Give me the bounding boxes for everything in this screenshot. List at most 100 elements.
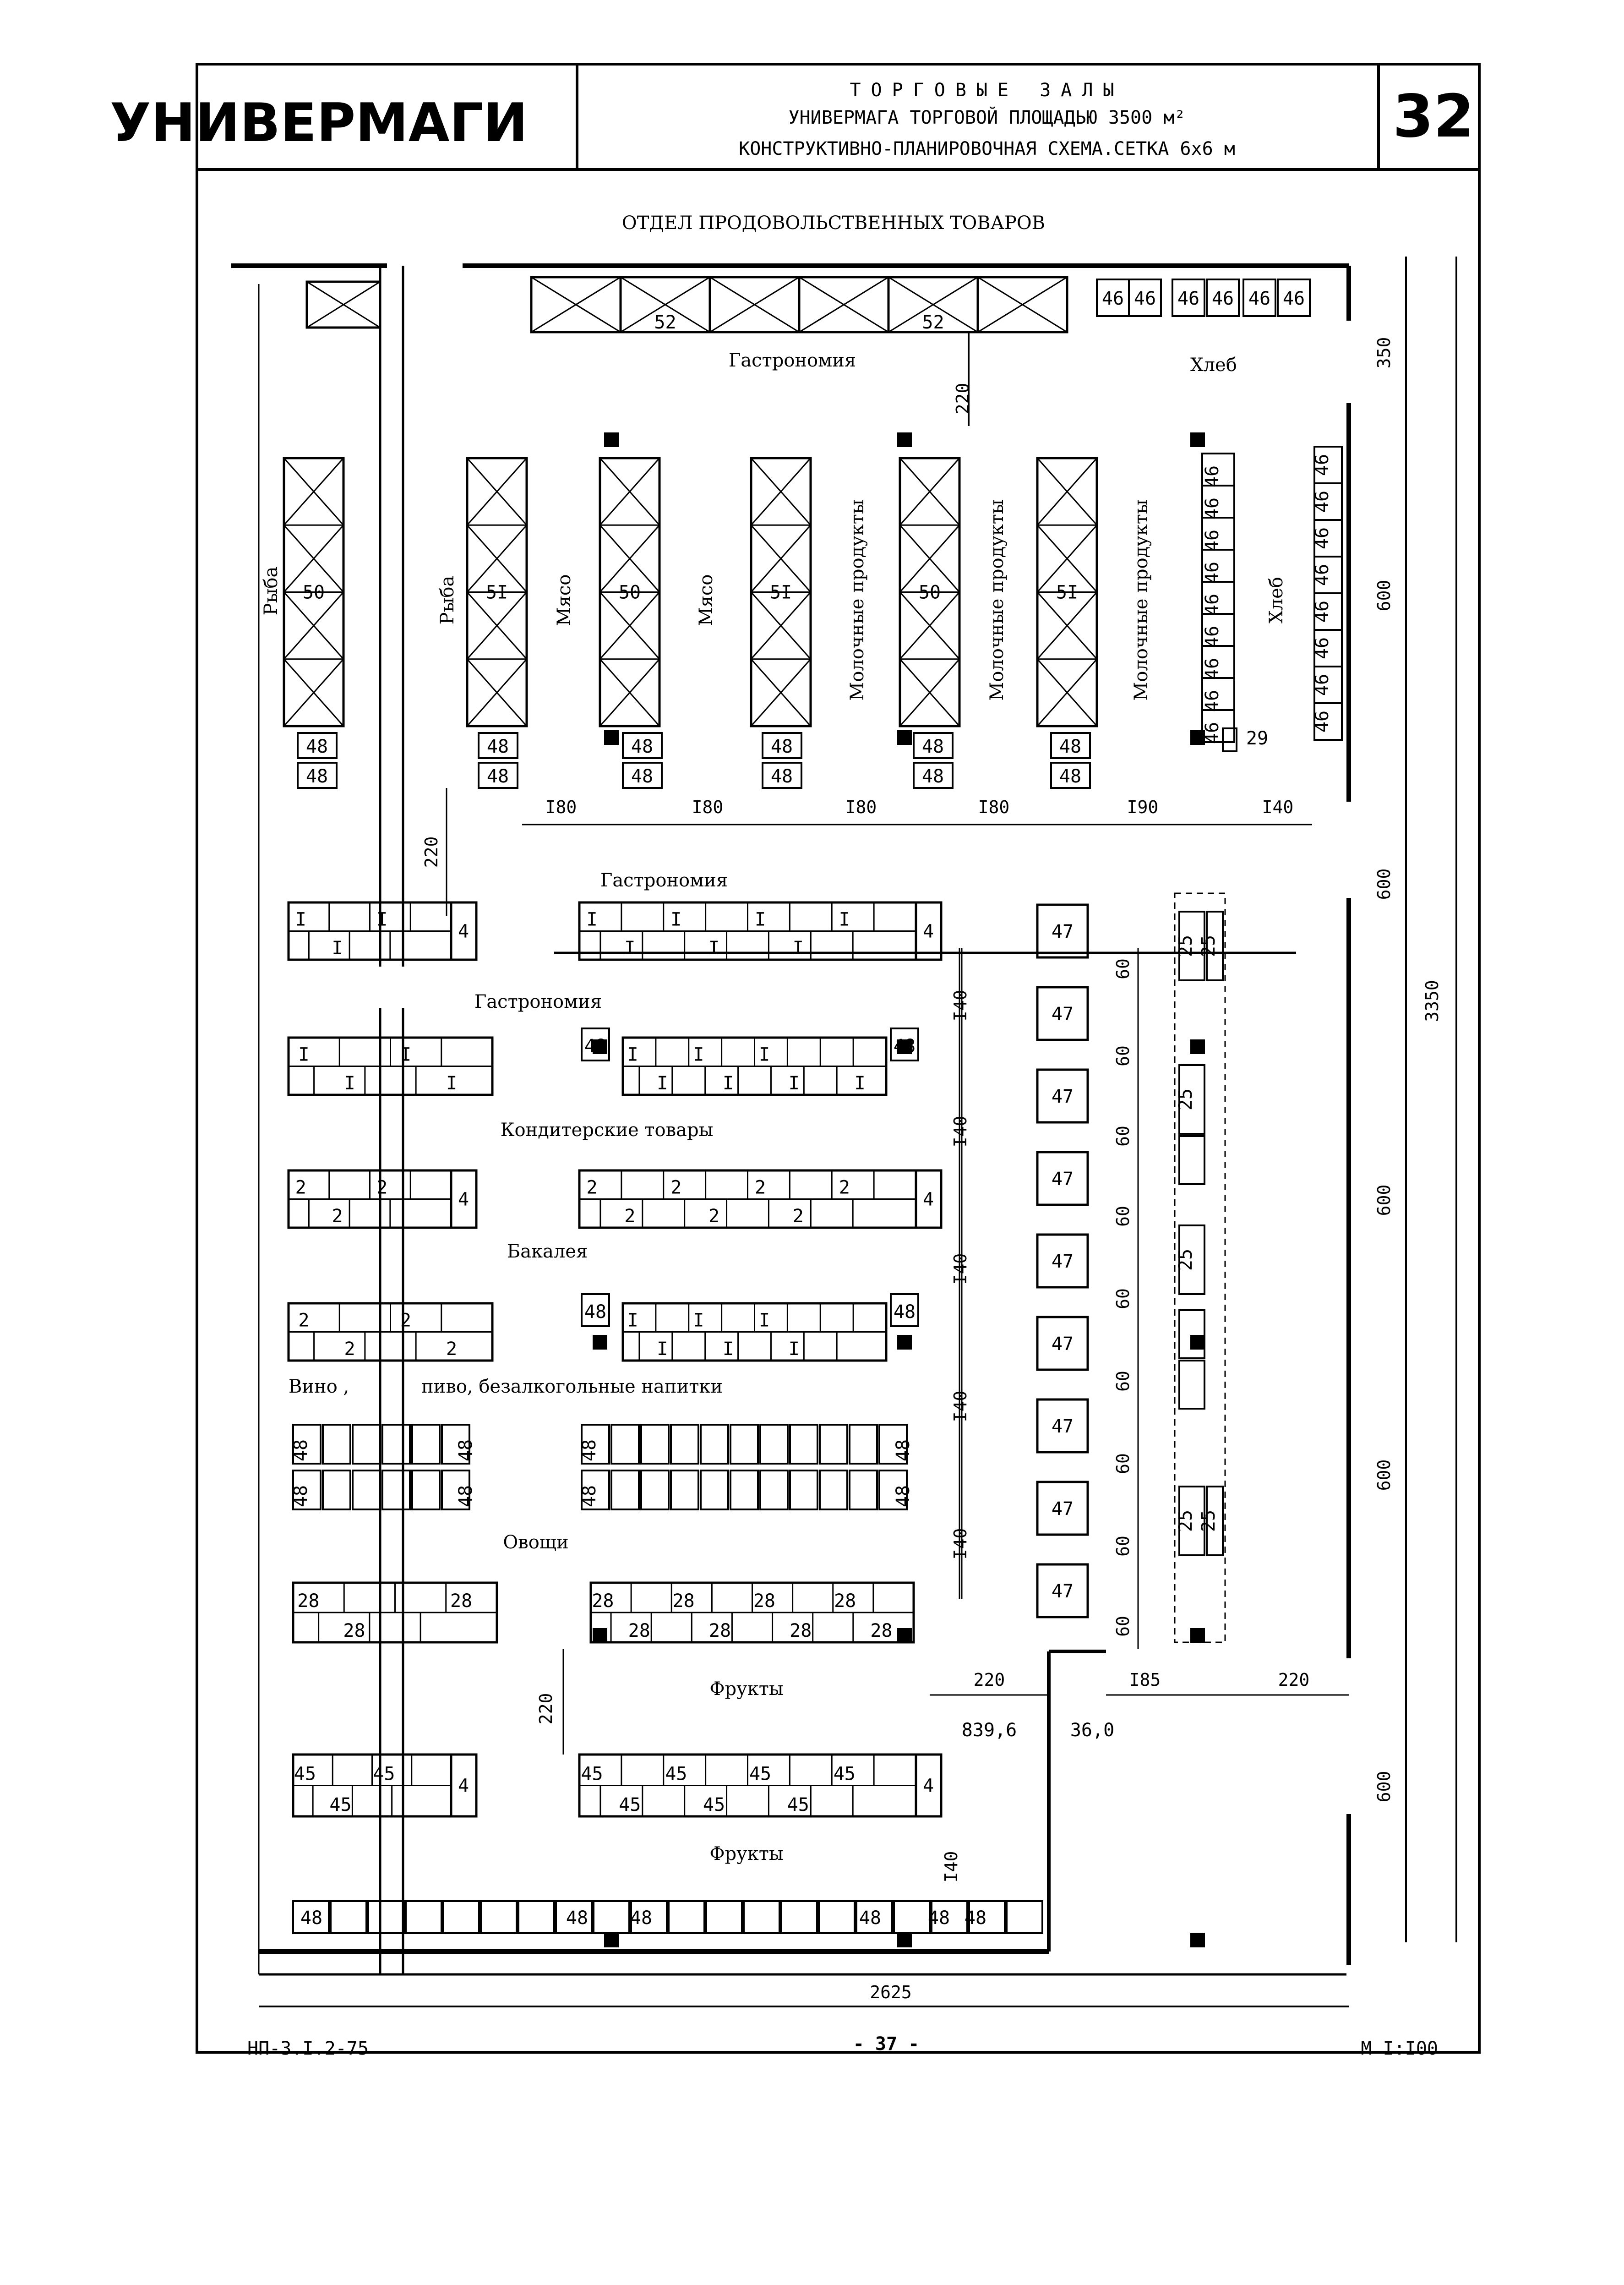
equipment-code: 2 <box>376 1177 387 1198</box>
bread-shelf <box>1172 279 1205 317</box>
equipment-code: 48 <box>771 766 793 787</box>
equipment-code: I <box>446 1073 457 1094</box>
display-empty <box>1178 1135 1205 1185</box>
equipment-code: 46 <box>1312 454 1333 476</box>
cross <box>283 525 344 593</box>
equipment-code: I <box>693 1044 704 1066</box>
equipment-code: 46 <box>1312 711 1333 733</box>
equipment-code: 2 <box>295 1177 306 1198</box>
zone-label-grocery: Бакалея <box>507 1241 588 1262</box>
dim-600-4: 600 <box>1374 1460 1394 1491</box>
display-empty <box>1178 1360 1205 1410</box>
equipment-code: 2 <box>298 1310 309 1331</box>
zone-label-bread-top: Хлеб <box>1190 355 1237 376</box>
equipment-code: 28 <box>592 1591 614 1612</box>
equipment-code: I <box>624 938 635 959</box>
counter-47 <box>1036 1481 1089 1536</box>
equipment-code: 5I <box>1056 582 1078 603</box>
bread-shelf <box>1277 279 1311 317</box>
equipment-code: 45 <box>294 1764 316 1785</box>
wine-cell <box>759 1424 789 1465</box>
end-unit-4 <box>450 1753 478 1818</box>
dim-180-1: I80 <box>545 797 577 817</box>
equipment-code: 25 <box>1175 1249 1196 1271</box>
dim-2625: 2625 <box>870 1982 912 2002</box>
dim-220-fruits: 220 <box>536 1693 556 1725</box>
wine-cell <box>730 1424 759 1465</box>
wine-cell <box>381 1470 411 1510</box>
equipment-code: 28 <box>753 1591 775 1612</box>
end-unit-4 <box>450 901 478 961</box>
cross <box>750 591 812 660</box>
zone-label-fruits-1: Фрукты <box>709 1678 783 1700</box>
shelf-48 <box>622 732 663 759</box>
bottom-shelf <box>705 1900 743 1934</box>
equipment-code: 45 <box>787 1794 809 1815</box>
wine-cell <box>789 1424 818 1465</box>
zone-label-bread-side: Хлеб <box>1266 577 1287 623</box>
equipment-code: 2 <box>400 1310 411 1331</box>
wine-cell <box>352 1424 381 1465</box>
equipment-code: 48 <box>455 1485 476 1507</box>
shelf-48 <box>913 762 954 789</box>
bottom-shelf <box>555 1900 593 1934</box>
cross <box>977 276 1068 333</box>
equipment-code: 45 <box>373 1764 395 1785</box>
equipment-code: 46 <box>1134 288 1156 309</box>
equipment-code: 46 <box>1202 722 1223 744</box>
wine-cell <box>352 1470 381 1510</box>
bread-shelf <box>1206 279 1240 317</box>
equipment-code: 46 <box>1212 288 1234 309</box>
cross <box>888 276 978 333</box>
dim-180-4: I80 <box>978 797 1010 817</box>
equipment-code: 46 <box>1202 562 1223 584</box>
display-25 <box>1206 1486 1224 1556</box>
wine-cell <box>878 1424 908 1465</box>
wine-cell <box>581 1470 610 1510</box>
equipment-code: 28 <box>450 1591 472 1612</box>
zone-label-wine-2: пиво, безалкогольные напитки <box>421 1376 723 1397</box>
display-25 <box>1178 1064 1205 1135</box>
equipment-code: 48 <box>922 766 944 787</box>
cross <box>283 591 344 660</box>
equipment-code: I <box>755 909 766 930</box>
wine-cell <box>610 1424 640 1465</box>
department-label: ОТДЕЛ ПРОДОВОЛЬСТВЕННЫХ ТОВАРОВ <box>622 213 1045 234</box>
wine-cell <box>411 1424 441 1465</box>
display-25 <box>1178 1224 1205 1295</box>
wine-cell <box>441 1470 470 1510</box>
equipment-code: I <box>627 1044 638 1066</box>
equipment-code: 48 <box>771 736 793 757</box>
equipment-code: 48 <box>893 1439 914 1461</box>
zone-label-vegetables: Овощи <box>503 1532 568 1553</box>
dim-60-5: 60 <box>1113 1288 1133 1309</box>
wine-cell <box>819 1424 848 1465</box>
zone-label-fish-1: Рыба <box>261 567 282 616</box>
cross <box>599 458 660 526</box>
bottom-shelf <box>780 1900 818 1934</box>
equipment-code: 45 <box>834 1764 856 1785</box>
zone-label-confectionery: Кондитерские товары <box>501 1120 714 1141</box>
dim-350: 350 <box>1374 337 1394 369</box>
equipment-code: I <box>759 1310 770 1331</box>
equipment-code: 46 <box>1312 564 1333 586</box>
sheet-subtitle-1: УНИВЕРМАГА ТОРГОВОЙ ПЛОЩАДЬЮ 3500 м² <box>789 106 1186 128</box>
column-mark <box>604 1933 619 1947</box>
cross <box>899 658 960 727</box>
equipment-code: 2 <box>344 1339 355 1360</box>
equipment-code: 48 <box>894 1301 916 1323</box>
equipment-code: I <box>295 909 306 930</box>
display-empty <box>1178 1309 1205 1359</box>
equipment-code: 46 <box>1102 288 1124 309</box>
cross <box>899 591 960 660</box>
wine-cell <box>581 1424 610 1465</box>
bottom-shelf <box>442 1900 480 1934</box>
equipment-code: 29 <box>1246 728 1268 749</box>
cross <box>306 281 381 328</box>
equipment-code: 46 <box>1312 601 1333 623</box>
equipment-code: 47 <box>1052 1251 1074 1272</box>
equipment-code: 46 <box>1202 497 1223 519</box>
zone-label-fruits-2: Фрукты <box>709 1843 783 1864</box>
dim-60-8: 60 <box>1113 1536 1133 1557</box>
bottom-shelf <box>931 1900 968 1934</box>
